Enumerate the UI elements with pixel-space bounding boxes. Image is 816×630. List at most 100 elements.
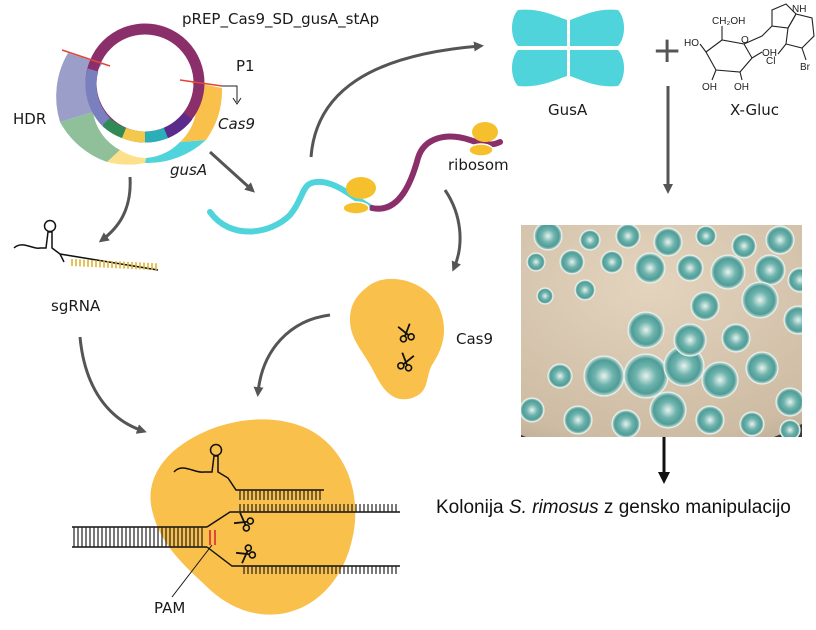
colony	[600, 250, 624, 274]
colony	[695, 225, 717, 247]
gusa-segment	[145, 140, 206, 164]
colony	[673, 323, 707, 357]
glycosidic-bond	[743, 25, 773, 45]
ribosome-small-subunit	[342, 201, 370, 215]
arrow-sgrna-to-complex	[78, 336, 147, 434]
ribosome-icon	[468, 122, 498, 157]
dna-top-strand-right	[206, 511, 400, 528]
colony	[634, 252, 666, 284]
sgrna-hairpin-loop	[43, 219, 57, 233]
colony	[741, 281, 779, 319]
colony	[690, 291, 720, 321]
ribosome-label: ribosom	[448, 156, 509, 174]
colony	[787, 267, 802, 293]
colony	[615, 225, 641, 249]
ribosome-icon-large-subunit	[472, 122, 498, 142]
gusa-subunit-bottom-left	[512, 50, 567, 87]
colony	[695, 405, 725, 435]
promoter-arrowhead	[232, 97, 242, 105]
ribosome-large-subunit	[346, 177, 376, 199]
hdr-label: HDR	[13, 110, 46, 128]
colony	[649, 391, 687, 429]
xgluc-ch2oh: CH₂OH	[712, 16, 745, 27]
colony	[579, 229, 601, 251]
caption-suffix: z gensko manipulacijo	[599, 497, 791, 518]
ribosome-on-mrna	[342, 177, 376, 215]
xgluc-br: Br	[800, 62, 811, 73]
arrow-plasmid-to-mrna	[208, 150, 255, 193]
colony	[739, 411, 765, 437]
colony	[547, 363, 573, 389]
sgrna-backbone	[13, 231, 159, 271]
promoter-arrow	[222, 85, 238, 102]
xgluc-ring-o: O	[741, 35, 749, 46]
colony	[783, 305, 802, 335]
caption-species: S. rimosus	[509, 497, 599, 518]
promoter-label: P1	[236, 57, 255, 75]
result-caption: Kolonija S. rimosus z gensko manipulacij…	[436, 497, 791, 518]
colony	[627, 311, 665, 349]
colony	[710, 254, 746, 290]
complex-sgrna-backbone	[173, 455, 324, 491]
plasmid-ring-linker-arc	[121, 127, 146, 143]
cas9-protein-blob	[350, 278, 445, 400]
colony	[721, 323, 751, 353]
ring-to-oh-bond-bottom	[739, 71, 743, 81]
colony-plate-photo	[521, 225, 802, 437]
colony	[779, 419, 801, 437]
cas9-segment	[180, 82, 223, 142]
plasmid-ring-gusa-arc	[144, 127, 169, 143]
colony	[623, 353, 669, 399]
gusa-subunit-top-left	[512, 9, 567, 46]
gusa-subunit-bottom-right	[570, 50, 624, 87]
colony	[775, 387, 802, 417]
xgluc-oh-3: OH	[762, 48, 777, 59]
plasmid-name: pREP_Cas9_SD_gusA_stAp	[182, 10, 379, 29]
gusa-protein-label: GusA	[548, 101, 588, 119]
chloro-bond	[777, 43, 787, 55]
plasmid-ring-homology-arc	[102, 117, 127, 139]
ring-to-oh-bond-left	[711, 69, 717, 81]
colony	[765, 225, 795, 255]
cas9-boundary-line	[179, 79, 223, 87]
xgluc-cl: Cl	[766, 56, 775, 67]
colony	[559, 249, 585, 275]
pyrrole-ring	[771, 3, 797, 29]
colony	[653, 227, 683, 257]
guide-bases	[239, 490, 321, 500]
xgluc-molecule	[699, 3, 815, 81]
benzene-ring	[785, 13, 815, 49]
colony	[536, 287, 554, 305]
xgluc-nh: NH	[792, 4, 806, 15]
complex-sgrna	[173, 443, 324, 500]
ribosome-icon-small-subunit	[468, 143, 494, 157]
xgluc-oh-2: OH	[734, 82, 749, 93]
colony	[731, 233, 757, 259]
colony	[754, 254, 786, 286]
xgluc-label: X-Gluc	[730, 101, 779, 119]
arrow-plasmid-to-sgrna	[98, 176, 132, 243]
cas9-protein-label: Cas9	[456, 330, 493, 348]
gusa-protein-icon	[512, 9, 624, 87]
caption-prefix: Kolonija	[436, 497, 509, 518]
cas9-gene-label: Cas9	[218, 115, 255, 133]
colony	[745, 351, 779, 385]
gusa-gene-label: gusA	[170, 161, 207, 179]
hdr-boundary-line	[61, 49, 111, 67]
colony	[676, 254, 704, 282]
plus-sign: +	[652, 30, 682, 71]
sgrna-tail	[59, 253, 65, 263]
pam-pointer-line	[171, 544, 213, 598]
colony	[563, 405, 593, 435]
colony	[701, 361, 739, 399]
colony	[611, 409, 641, 437]
sgrna-label: sgRNA	[51, 297, 101, 315]
linker-segment	[107, 150, 146, 165]
bromo-bond	[801, 47, 807, 61]
plasmid-ring-cas9-arc	[163, 112, 193, 139]
pam-label: PAM	[154, 599, 185, 617]
colonies	[521, 225, 802, 437]
colony	[583, 355, 625, 397]
mrna-gusa-region	[207, 178, 375, 235]
xgluc-ho: HO	[684, 38, 699, 49]
